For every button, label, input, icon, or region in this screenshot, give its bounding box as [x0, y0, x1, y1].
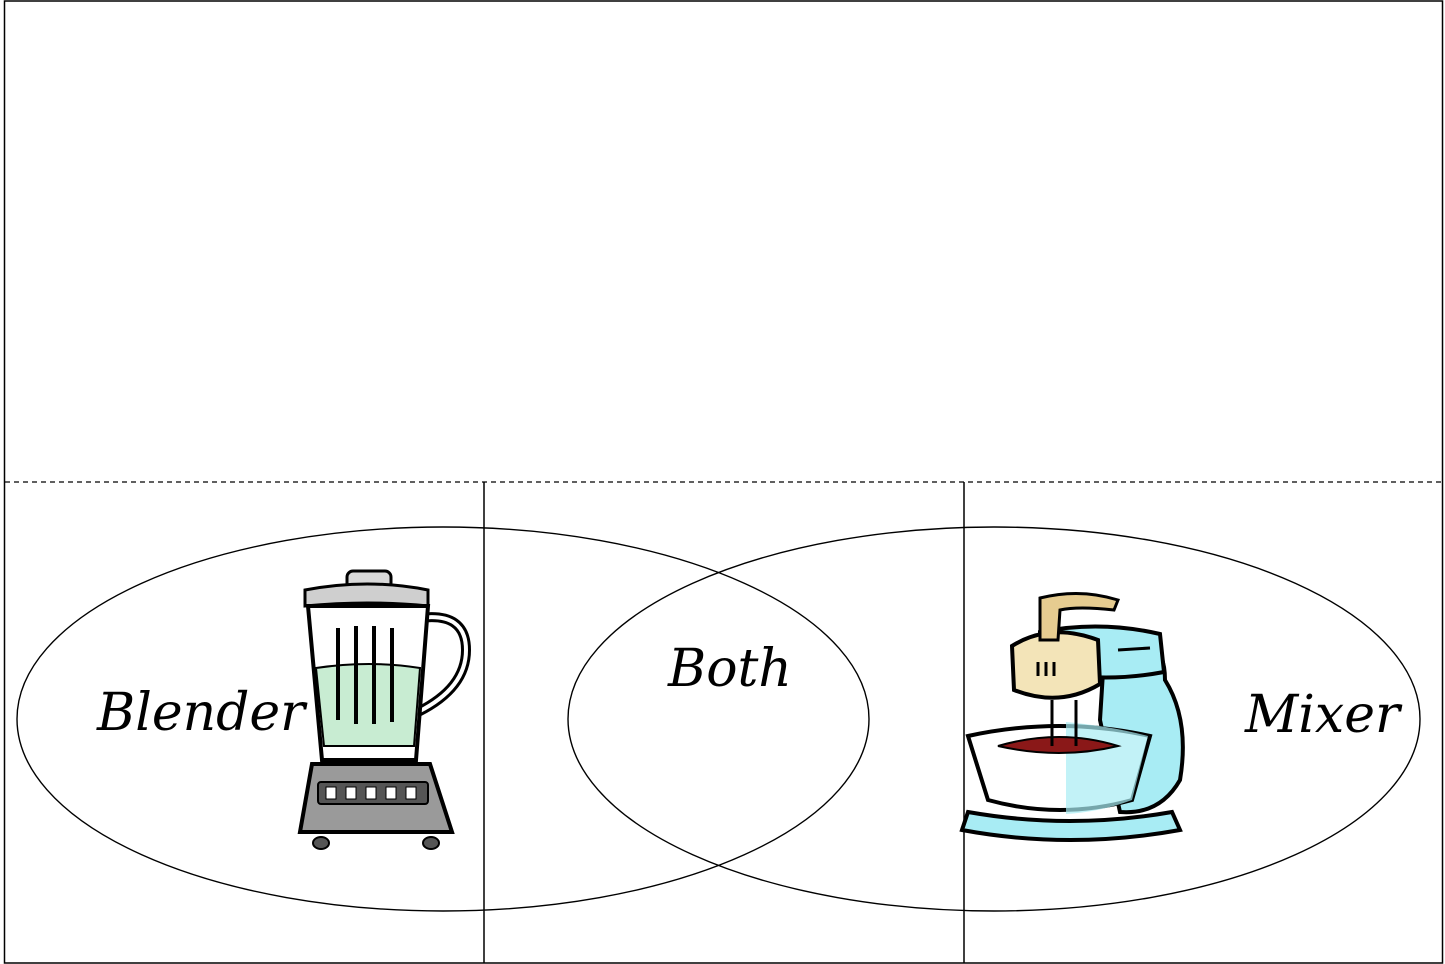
label-blender: Blender [96, 683, 308, 743]
label-both: Both [667, 639, 792, 699]
sheet-border [5, 1, 1443, 963]
label-mixer: Mixer [1244, 685, 1403, 745]
